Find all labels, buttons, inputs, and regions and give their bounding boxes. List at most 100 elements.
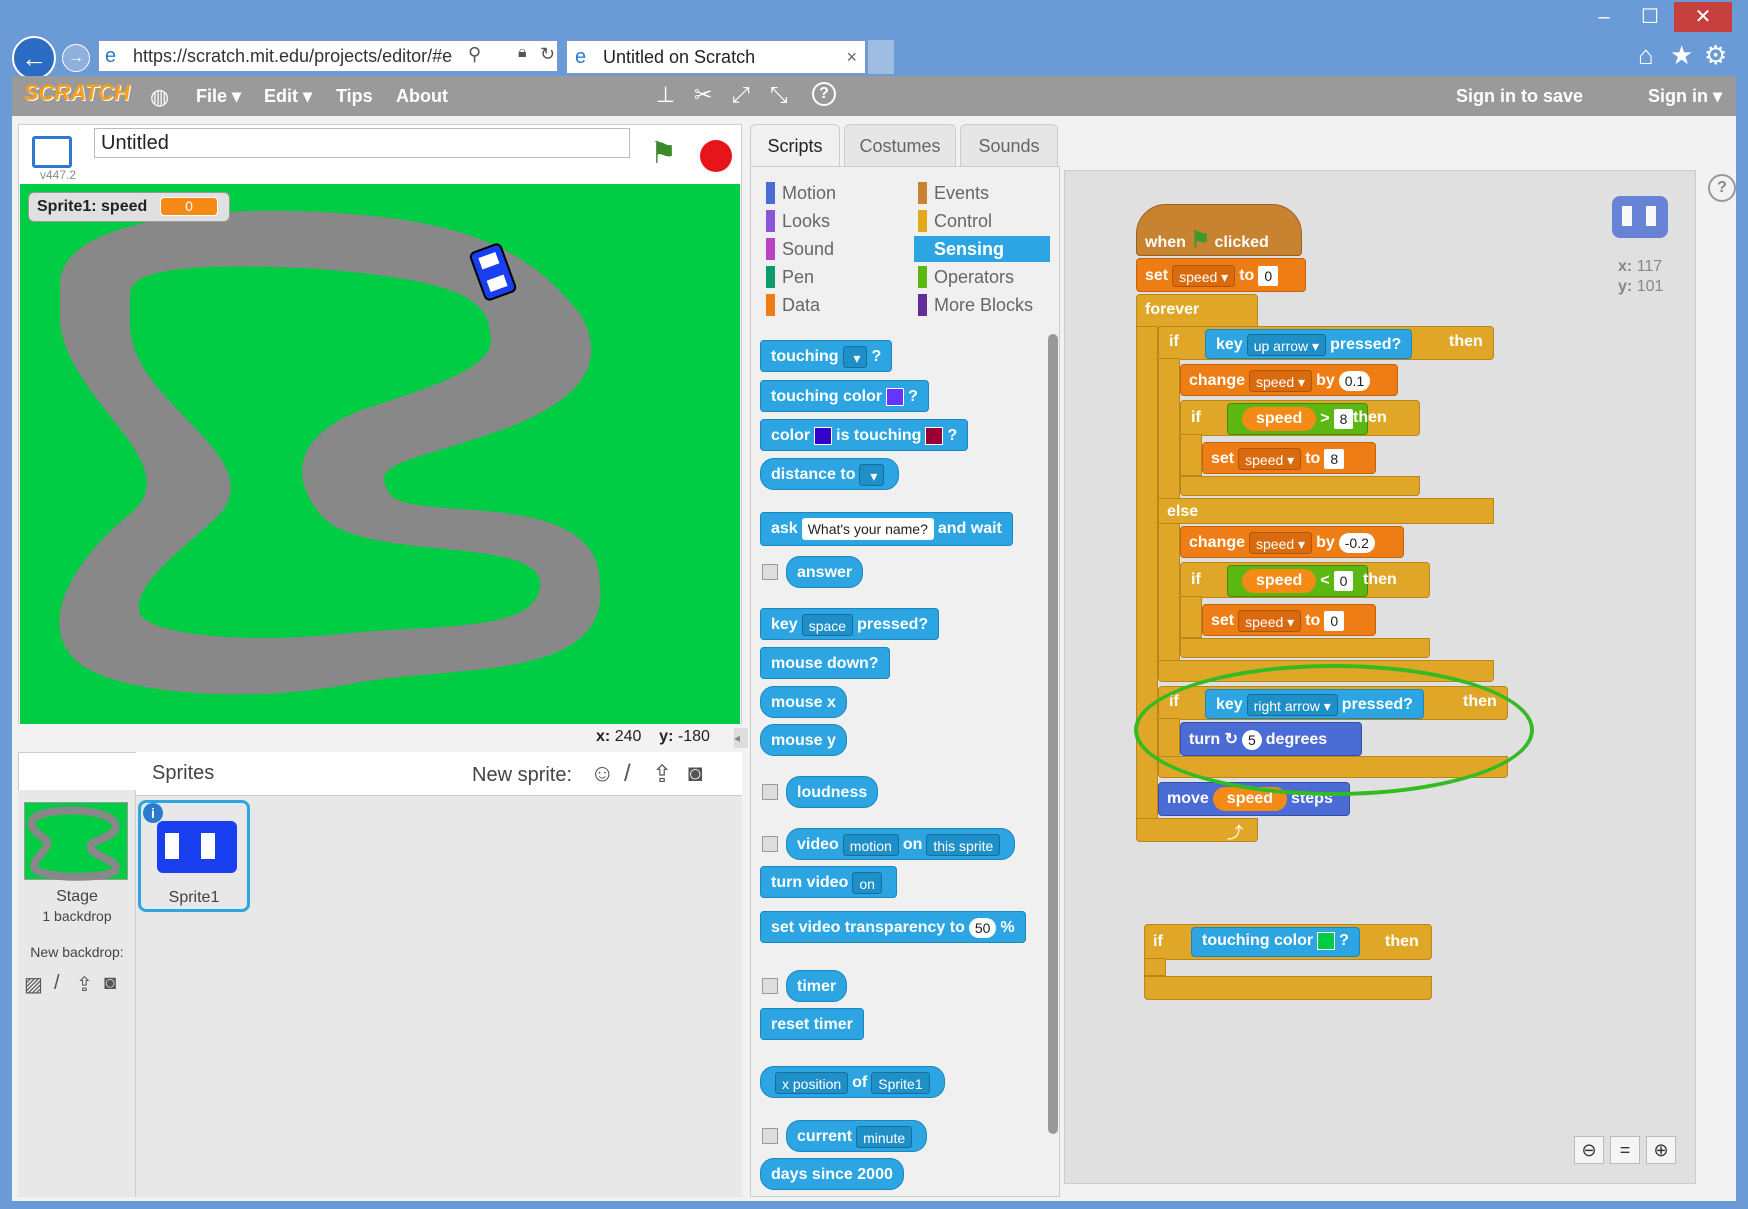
value-input[interactable]: 0 [1324,611,1345,631]
key-dropdown[interactable]: space [801,613,854,636]
color-swatch[interactable] [886,387,905,406]
collapse-stage-icon[interactable]: ◂ [734,728,748,748]
category-sound[interactable]: Sound [762,236,834,262]
settings-gear-icon[interactable]: ⚙ [1704,40,1728,70]
zoom-reset-button[interactable]: = [1610,1136,1640,1164]
zoom-in-button[interactable]: ⊕ [1646,1136,1676,1164]
tab-close-icon[interactable]: × [846,47,857,67]
backdrop-camera-icon[interactable]: ◙ [104,972,117,994]
loudness-checkbox[interactable] [762,784,778,800]
variable-dropdown[interactable]: speed ▾ [1249,532,1313,554]
video-attr-dropdown[interactable]: motion [842,833,899,856]
speed-reporter[interactable]: speed [1242,407,1317,431]
category-sensing[interactable]: Sensing [914,236,1050,262]
distance-dropdown[interactable]: ▾ [859,463,885,486]
attribute-dropdown[interactable]: x position [775,1071,849,1094]
object-dropdown[interactable]: Sprite1 [871,1071,930,1094]
category-looks[interactable]: Looks [762,208,830,234]
loose-if-touching-color-block[interactable]: if touching color? then [1144,924,1432,960]
ask-input[interactable]: What's your name? [801,517,934,540]
tab-sounds[interactable]: Sounds [960,124,1058,166]
fullscreen-icon[interactable] [32,136,72,168]
forward-button[interactable]: → [62,44,90,72]
block-answer[interactable]: answer [786,556,864,588]
category-motion[interactable]: Motion [762,180,836,206]
grow-icon[interactable]: ⤢ [732,82,750,107]
transparency-input[interactable]: 50 [968,917,997,938]
block-mouse-x[interactable]: mouse x [760,686,847,718]
forever-block[interactable]: forever [1136,294,1258,328]
delete-scissors-icon[interactable]: ✂ [694,82,713,107]
category-operators[interactable]: Operators [914,264,1014,290]
when-flag-clicked-block[interactable]: when ⚑ clicked [1136,204,1302,256]
stage-canvas[interactable] [20,184,740,724]
color-swatch[interactable] [925,426,944,445]
about-menu[interactable]: About [396,86,448,106]
block-touching[interactable]: touching ▾? [760,340,893,372]
choose-sprite-icon[interactable]: ☺ [590,760,615,787]
upload-icon[interactable]: ⇪ [652,761,673,788]
current-dropdown[interactable]: minute [856,1125,913,1148]
favorites-star-icon[interactable]: ★ [1670,40,1694,70]
camera-icon[interactable]: ◙ [688,760,703,787]
greater-than-block[interactable]: speed>8 [1227,403,1369,435]
language-globe-icon[interactable]: ◍ [150,84,170,109]
paint-brush-icon[interactable]: / [624,760,631,787]
green-flag-icon[interactable]: ⚑ [650,137,677,170]
browser-tab[interactable]: e Untitled on Scratch × [566,40,866,74]
category-data[interactable]: Data [762,292,820,318]
refresh-icon[interactable]: ↻ [540,44,556,64]
block-mouse-y[interactable]: mouse y [760,724,847,756]
if-speed-gt-block[interactable]: if speed>8 then [1180,400,1420,436]
key-dropdown[interactable]: up arrow ▾ [1246,334,1327,356]
value-input[interactable]: 8 [1333,409,1354,429]
value-input[interactable]: -0.2 [1338,533,1375,553]
shrink-icon[interactable]: ⤡ [770,82,788,107]
touching-color-block[interactable]: touching color? [1191,927,1360,957]
block-loudness[interactable]: loudness [786,776,879,808]
tips-menu[interactable]: Tips [336,86,373,106]
category-pen[interactable]: Pen [762,264,814,290]
stage-thumbnail[interactable] [24,802,128,881]
turn-video-dropdown[interactable]: on [852,871,882,894]
current-checkbox[interactable] [762,1128,778,1144]
value-input[interactable]: 8 [1324,449,1345,469]
speed-reporter[interactable]: speed [1242,569,1317,593]
category-more-blocks[interactable]: More Blocks [914,292,1033,318]
edit-menu[interactable]: Edit ▾ [264,86,313,106]
category-control[interactable]: Control [914,208,992,234]
maximize-button[interactable]: ☐ [1641,6,1659,28]
color-swatch[interactable] [1317,932,1336,950]
variable-dropdown[interactable]: speed ▾ [1249,370,1313,392]
duplicate-stamp-icon[interactable]: ⊥ [656,82,676,107]
back-button[interactable]: ← [12,36,56,80]
answer-checkbox[interactable] [762,564,778,580]
block-mouse-down[interactable]: mouse down? [760,647,890,679]
variable-dropdown[interactable]: speed ▾ [1238,610,1302,632]
video-target-dropdown[interactable]: this sprite [926,833,1001,856]
if-speed-lt-block[interactable]: if speed<0 then [1180,562,1430,598]
value-input[interactable]: 0 [1333,571,1354,591]
backdrop-paint-icon[interactable]: / [54,972,60,994]
new-tab-button[interactable] [868,40,894,74]
search-icon[interactable]: ⚲ [468,44,482,64]
block-distance-to[interactable]: distance to ▾ [760,458,900,490]
project-title-input[interactable]: Untitled [94,128,630,158]
speed-reporter[interactable]: speed [1212,787,1288,811]
help-icon[interactable]: ? [812,82,836,106]
zoom-out-button[interactable]: ⊖ [1574,1136,1604,1164]
variable-dropdown[interactable]: speed ▾ [1238,448,1302,470]
block-days-since-2000[interactable]: days since 2000 [760,1158,904,1190]
